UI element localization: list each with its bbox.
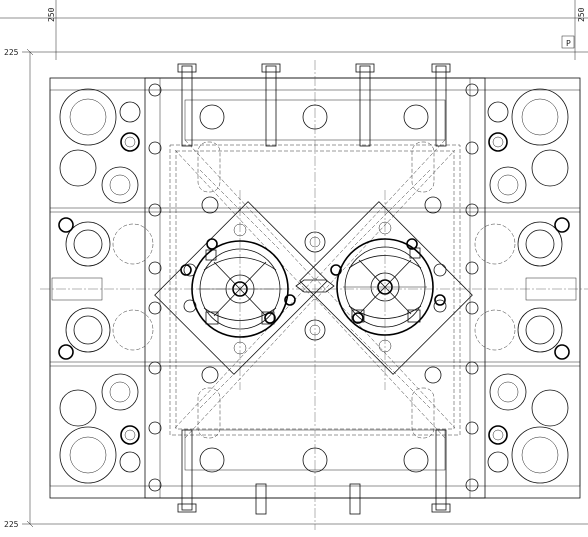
sprue-area bbox=[183, 231, 447, 341]
dim-top-right: 250 bbox=[577, 7, 586, 22]
cavity-left bbox=[154, 201, 328, 375]
return-pins bbox=[177, 63, 451, 515]
slide-guides bbox=[197, 141, 442, 439]
dim-left-bottom: 225 bbox=[4, 520, 19, 529]
centre-lines bbox=[40, 60, 588, 530]
corner-tag: P bbox=[566, 39, 571, 48]
dimension-labels: 250 250 225 225 bbox=[4, 7, 586, 529]
guide-pillars bbox=[59, 88, 569, 484]
dim-left-top: 225 bbox=[4, 48, 19, 57]
dim-top-left: 250 bbox=[47, 7, 56, 22]
cavity-right bbox=[299, 201, 473, 375]
support-pillars bbox=[51, 217, 577, 360]
cooling-channels bbox=[169, 139, 461, 439]
side-bolts bbox=[119, 83, 509, 492]
